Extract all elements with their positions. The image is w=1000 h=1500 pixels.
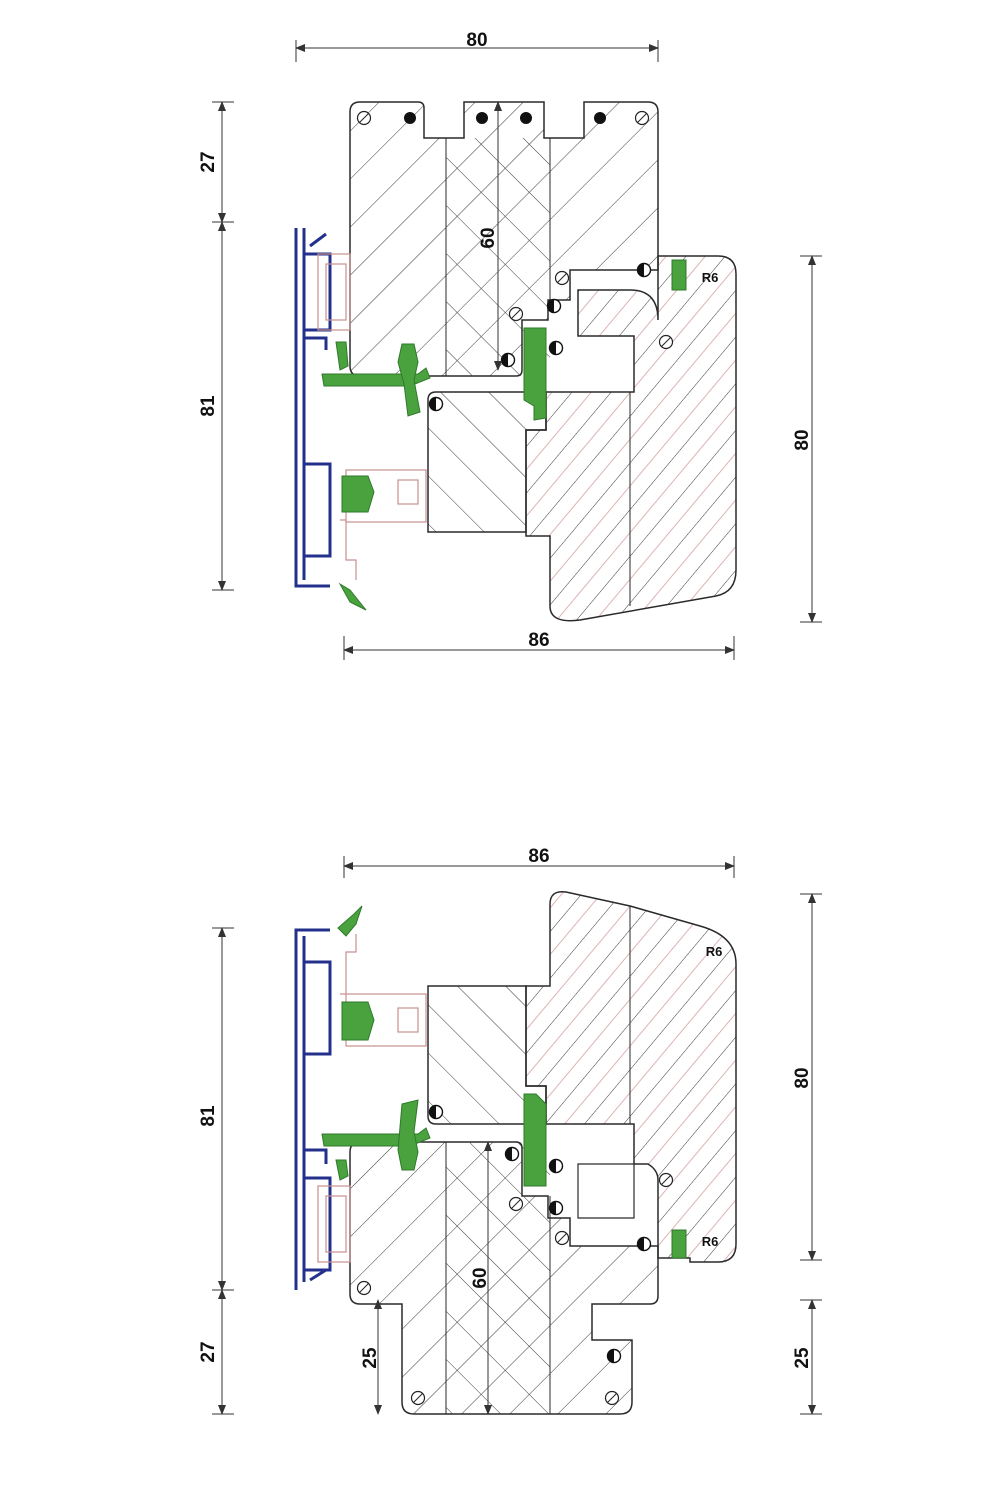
half-filled-dowel-icon — [548, 1158, 564, 1174]
fixing-hole-icon — [508, 1196, 524, 1212]
fixing-hole-icon — [554, 1230, 570, 1246]
half-filled-dowel-icon — [504, 1146, 520, 1162]
half-filled-dowel-icon — [500, 352, 516, 368]
half-filled-dowel-icon — [548, 340, 564, 356]
half-filled-dowel-icon — [428, 1104, 444, 1120]
half-filled-dowel-icon — [606, 1348, 622, 1364]
solid-dowel-icon — [476, 112, 488, 124]
top-dim-left-upper-label: 27 — [198, 151, 219, 172]
bottom-aluminium-cladding — [294, 928, 332, 1290]
fixing-hole-icon — [554, 270, 570, 286]
bottom-dimension-lines — [212, 856, 822, 1415]
half-filled-dowel-icon — [428, 396, 444, 412]
bottom-dim-left-upper-label: 81 — [198, 1105, 219, 1127]
bottom-dim-right-height-label: 80 — [792, 1067, 813, 1088]
bottom-radius-label-upper: R6 — [706, 944, 723, 959]
top-dim-inner-height-label: 60 — [478, 227, 499, 248]
solid-dowel-icon — [594, 112, 606, 124]
bottom-clip-inserts — [317, 934, 427, 1263]
bottom-dim-step-label: 25 — [360, 1347, 381, 1369]
fixing-hole-icon — [634, 110, 650, 126]
half-filled-dowel-icon — [546, 298, 562, 314]
bottom-dim-right-lower-label: 25 — [792, 1347, 813, 1369]
top-frame-timber — [525, 255, 737, 622]
top-gaskets — [321, 259, 687, 611]
bottom-section: 86 81 27 60 25 80 25 R6 R6 — [198, 846, 822, 1415]
top-dim-bottom-width-label: 86 — [528, 630, 549, 651]
top-dim-width-label: 80 — [466, 30, 487, 51]
half-filled-dowel-icon — [548, 1200, 564, 1216]
bottom-sash-timber — [349, 1141, 659, 1415]
bottom-gaskets — [321, 905, 687, 1259]
bottom-dim-left-lower-label: 27 — [198, 1341, 219, 1362]
top-dim-right-height-label: 80 — [792, 429, 813, 450]
bottom-radius-label-lower: R6 — [702, 1234, 719, 1249]
half-filled-dowel-icon — [636, 262, 652, 278]
fixing-hole-icon — [356, 110, 372, 126]
bottom-dim-inner-height-label: 60 — [470, 1267, 491, 1288]
fixing-hole-icon — [356, 1280, 372, 1296]
solid-dowel-icon — [404, 112, 416, 124]
fixing-hole-icon — [508, 306, 524, 322]
half-filled-dowel-icon — [636, 1236, 652, 1252]
top-dimension-lines — [212, 40, 822, 660]
top-section: 80 27 81 60 80 86 R6 — [198, 30, 822, 660]
top-radius-label: R6 — [702, 270, 719, 285]
top-aluminium-cladding — [294, 228, 332, 588]
bottom-frame-timber — [525, 891, 737, 1263]
fixing-hole-icon — [658, 1172, 674, 1188]
fixing-hole-icon — [658, 334, 674, 350]
top-dim-left-lower-label: 81 — [198, 395, 219, 417]
bottom-dim-width-label: 86 — [528, 846, 549, 867]
top-lower-timber — [427, 391, 547, 533]
fixing-hole-icon — [410, 1390, 426, 1406]
solid-dowel-icon — [520, 112, 532, 124]
fixing-hole-icon — [604, 1390, 620, 1406]
bottom-upper-block — [427, 985, 547, 1125]
